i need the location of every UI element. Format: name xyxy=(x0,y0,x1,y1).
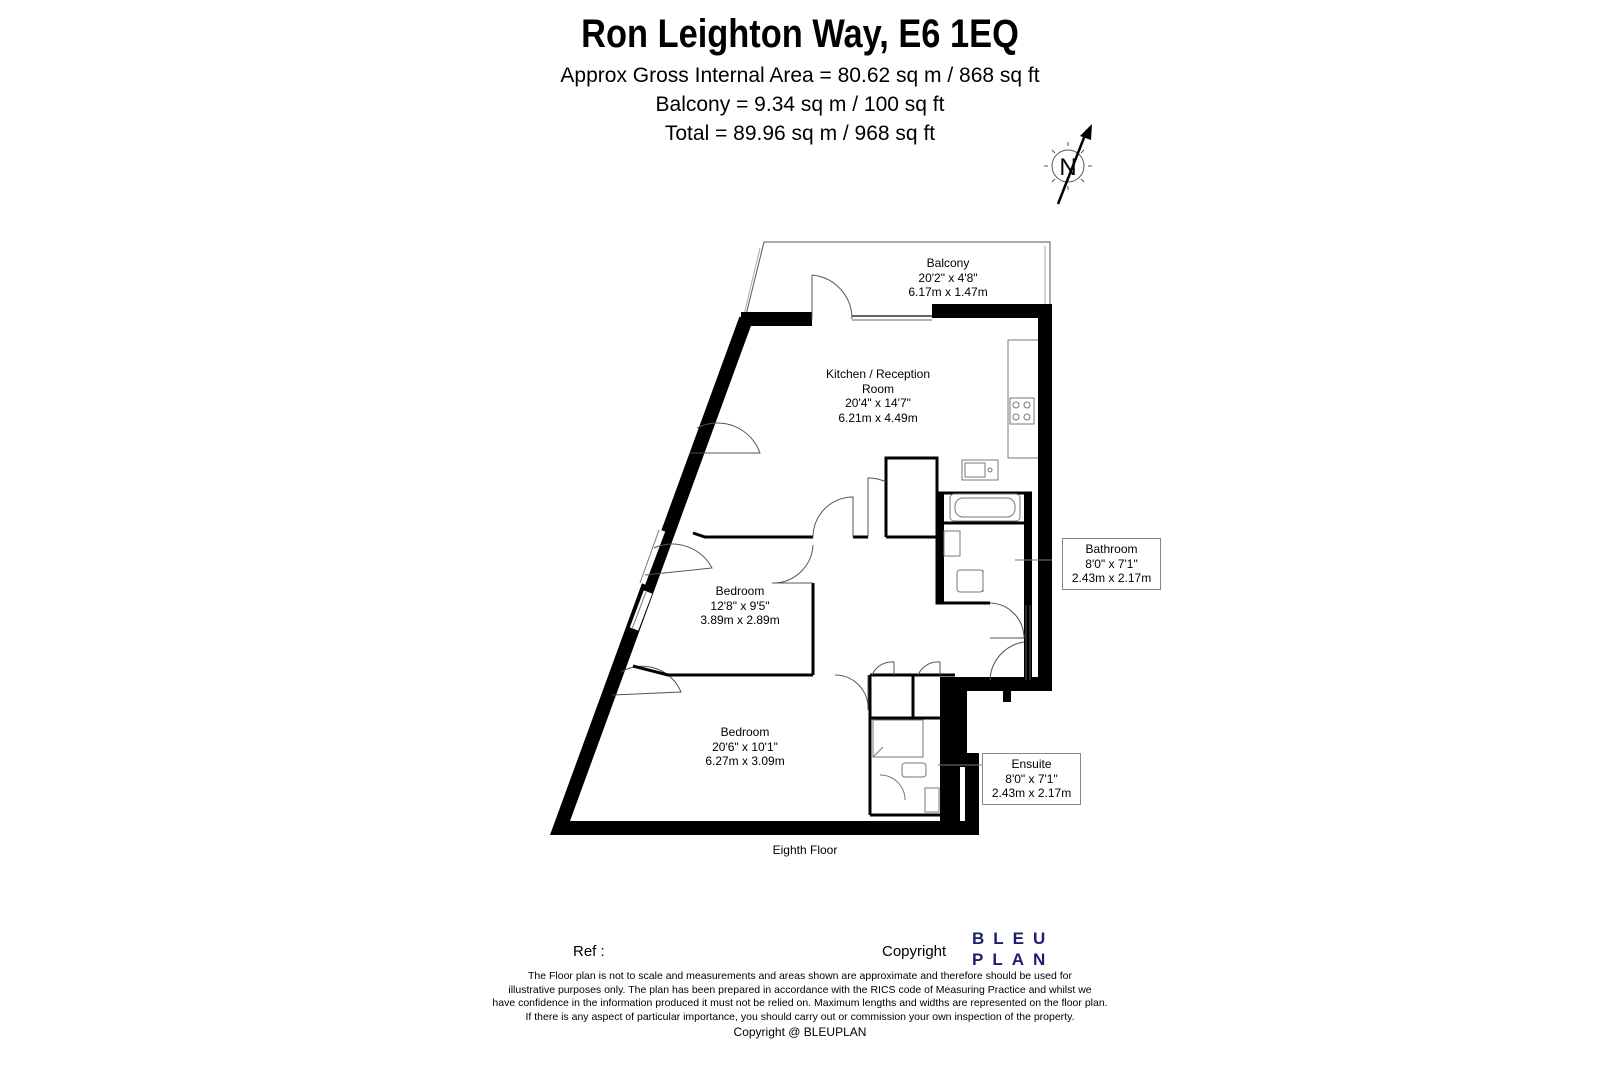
entrance-arrow-icon xyxy=(998,678,1016,702)
bleuplan-logo: BLEU PLAN xyxy=(972,929,1055,969)
bathroom-label-box: Bathroom 8'0" x 7'1" 2.43m x 2.17m xyxy=(1062,538,1161,590)
ensuite-label-box: Ensuite 8'0" x 7'1" 2.43m x 2.17m xyxy=(982,753,1081,805)
page-title: Ron Leighton Way, E6 1EQ xyxy=(581,12,1019,56)
copyright-label: Copyright xyxy=(882,943,947,960)
compass-icon: N xyxy=(1044,124,1092,205)
bedroom-2-label: Bedroom 20'6" x 10'1" 6.27m x 3.09m xyxy=(705,725,785,768)
bedroom-1-label: Bedroom 12'8" x 9'5" 3.89m x 2.89m xyxy=(700,584,780,627)
ref-label: Ref : xyxy=(573,943,605,960)
balcony-area-text: Balcony = 9.34 sq m / 100 sq ft xyxy=(655,93,945,116)
disclaimer-text: The Floor plan is not to scale and measu… xyxy=(450,970,1150,1040)
copyright-line: Copyright @ BLEUPLAN xyxy=(733,1025,867,1040)
floor-label: Eighth Floor xyxy=(772,843,838,857)
balcony-label: Balcony 20'2" x 4'8" 6.17m x 1.47m xyxy=(908,256,988,299)
kitchen-label: Kitchen / Reception Room 20'4" x 14'7" 6… xyxy=(825,367,931,425)
svg-text:N: N xyxy=(1059,154,1076,181)
total-area-text: Total = 89.96 sq m / 968 sq ft xyxy=(664,122,936,145)
gross-area-text: Approx Gross Internal Area = 80.62 sq m … xyxy=(560,64,1040,87)
